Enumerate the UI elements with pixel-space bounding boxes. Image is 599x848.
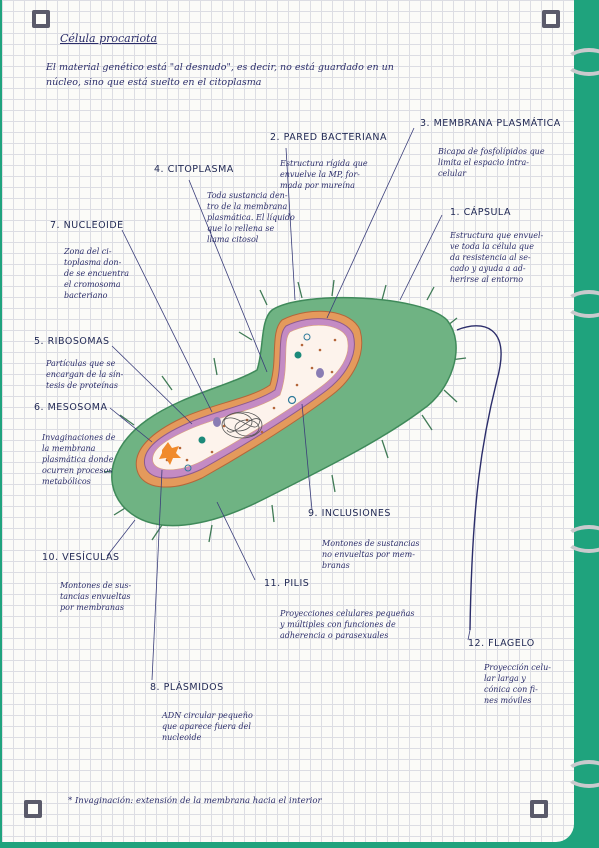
desc-pilis: Proyecciones celulares pequeñas y múltip… xyxy=(280,609,415,640)
desc-vesiculas: Montones de sus- tancias envueltas por m… xyxy=(60,581,132,612)
nucleoid-chromosome xyxy=(221,411,263,439)
desc-plasmidos: ADN circular pequeño que aparece fuera d… xyxy=(162,711,253,742)
desc-nucleoide: Zona del ci- toplasma don- de se encuent… xyxy=(64,247,129,300)
binder-ring xyxy=(565,760,599,788)
label-flagelo: 12. FLAGELO xyxy=(468,638,535,649)
corner-mark-top-left xyxy=(32,10,50,28)
footnote: * Invaginación: extensión de la membrana… xyxy=(68,796,322,806)
label-ribosomas: 5. RIBOSOMAS xyxy=(34,336,110,347)
label-vesiculas: 10. VESÍCULAS xyxy=(42,552,120,563)
label-pared-bacteriana: 2. PARED BACTERIANA xyxy=(270,132,387,143)
label-membrana-plasmatica: 3. MEMBRANA PLASMÁTICA xyxy=(420,118,561,129)
desc-flagelo: Proyección celu- lar larga y cónica con … xyxy=(484,663,551,705)
label-citoplasma: 4. CITOPLASMA xyxy=(154,164,234,175)
desc-citoplasma: Toda sustancia den- tro de la membrana p… xyxy=(207,191,295,244)
label-capsula: 1. CÁPSULA xyxy=(450,207,511,218)
binder-ring xyxy=(565,48,599,76)
plasmid xyxy=(316,368,324,378)
desc-ribosomas: Partículas que se encargan de la sín- te… xyxy=(46,359,124,390)
label-nucleoide: 7. NUCLEOIDE xyxy=(50,220,124,231)
notebook-page: Célula procariota El material genético e… xyxy=(2,0,574,842)
label-plasmidos: 8. PLÁSMIDOS xyxy=(150,682,224,693)
binder-ring xyxy=(565,525,599,553)
corner-mark-bottom-right xyxy=(530,800,548,818)
flagellum xyxy=(456,325,502,631)
intro-text: El material genético está "al desnudo", … xyxy=(46,62,394,88)
leader-lines xyxy=(106,127,471,681)
label-inclusiones: 9. INCLUSIONES xyxy=(308,508,391,519)
corner-mark-top-right xyxy=(542,10,560,28)
corner-mark-bottom-left xyxy=(24,800,42,818)
bacterium-diagram xyxy=(103,127,502,681)
desc-inclusiones: Montones de sustancias no envueltas por … xyxy=(322,539,420,570)
vesicle xyxy=(303,333,311,341)
desc-pared-bacteriana: Estructura rígida que envuelve la MP, fo… xyxy=(280,159,368,190)
inclusion xyxy=(198,436,206,444)
desc-capsula: Estructura que envuel- ve toda la célula… xyxy=(450,231,544,284)
label-pilis: 11. PILIS xyxy=(264,578,310,589)
desc-mesosoma: Invaginaciones de la membrana plasmática… xyxy=(42,433,116,486)
cytoplasm xyxy=(152,324,349,471)
mesosome xyxy=(159,442,181,465)
desc-membrana-plasmatica: Bicapa de fosfolípidos que limita el esp… xyxy=(438,147,545,178)
page-title: Célula procariota xyxy=(60,32,158,45)
plasmid xyxy=(213,417,221,427)
vesicle xyxy=(287,395,297,405)
inclusion xyxy=(294,351,302,359)
label-mesosoma: 6. MESOSOMA xyxy=(34,402,108,413)
vesicle xyxy=(184,464,192,472)
binder-ring xyxy=(565,290,599,318)
